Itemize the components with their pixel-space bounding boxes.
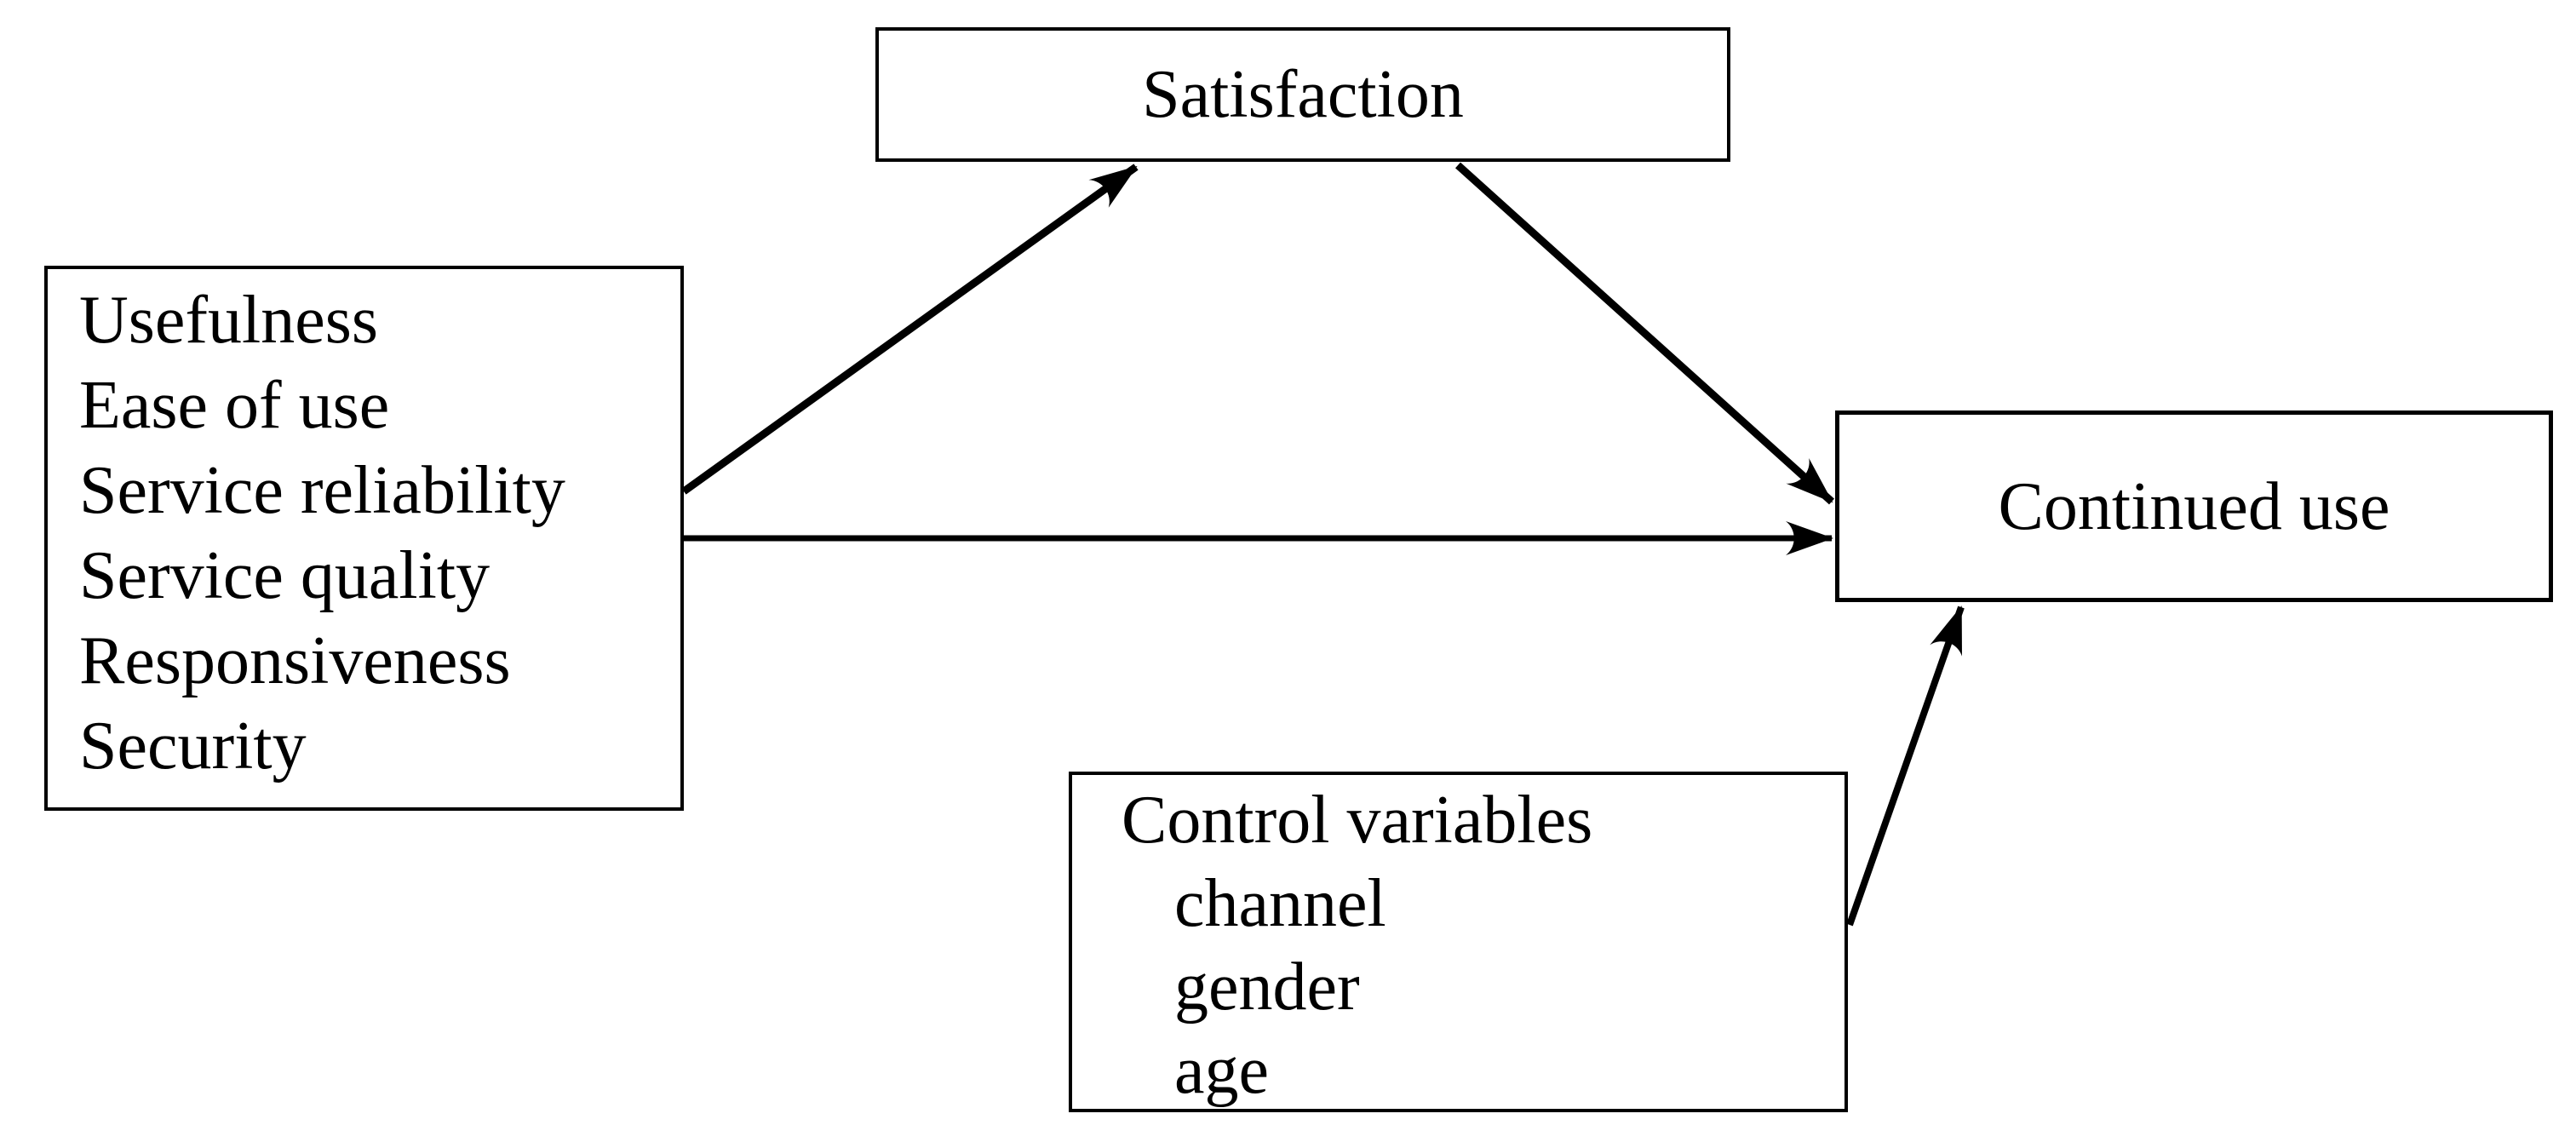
antecedent-item: Ease of use [79,368,390,443]
control-variable-item: age [1174,1033,1270,1108]
arrow-satisfaction-to-continued-use [1454,162,1835,505]
control-variable-item: gender [1174,950,1360,1025]
antecedent-item: Responsiveness [79,623,511,698]
continued-use-label: Continued use [1998,468,2390,544]
antecedent-item: Service quality [79,538,491,613]
satisfaction-label: Satisfaction [1142,57,1464,132]
control-variable-item: channel [1174,866,1386,941]
control-variables-box: Control variables channel gender age [1069,772,1848,1112]
arrow-antecedents-to-satisfaction [681,164,1139,495]
continued-use-box: Continued use [1835,410,2553,602]
antecedent-item: Service reliability [79,453,565,528]
arrow-control-variables-to-continued-use [1846,606,1965,927]
control-variables-title: Control variables [1122,783,1593,858]
antecedent-item: Security [79,709,307,784]
satisfaction-box: Satisfaction [875,27,1730,162]
antecedent-item: Usefulness [79,283,379,358]
antecedents-box: Usefulness Ease of use Service reliabili… [44,266,684,811]
